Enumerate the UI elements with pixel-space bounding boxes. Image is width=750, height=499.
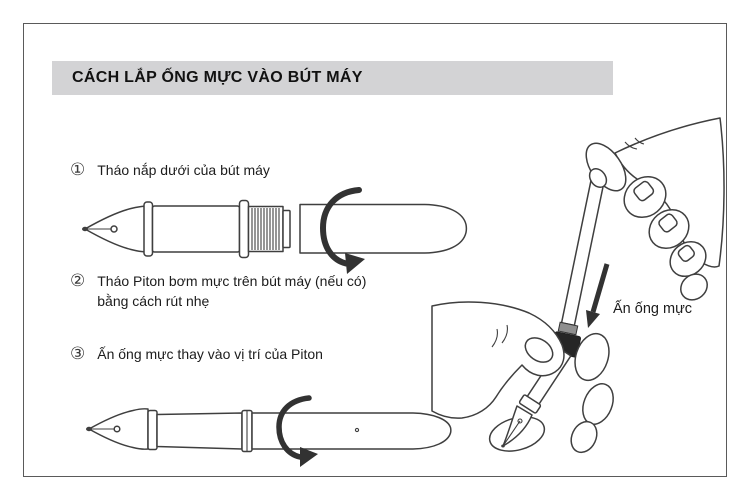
step-number-1: ① <box>70 160 86 180</box>
lower-hand-fingers-drawing <box>488 332 614 454</box>
pen-disassembled-drawing <box>82 187 468 274</box>
step-text-3: Ấn ống mực thay vào vị trí của Piton <box>97 344 323 364</box>
step-text-2-line-1: Tháo Piton bơm mực trên bút máy (nếu có) <box>97 273 367 289</box>
step-text-2: Tháo Piton bơm mực trên bút máy (nếu có)… <box>97 271 366 311</box>
step-item-3: ③ Ấn ống mực thay vào vị trí của Piton <box>70 344 323 364</box>
hands-inserting-cartridge-drawing: Ấn ống mực <box>431 117 725 454</box>
press-cartridge-label: Ấn ống mực <box>613 300 692 317</box>
motion-marks <box>491 324 508 348</box>
thread-hatching <box>251 208 280 250</box>
step-item-2: ② Tháo Piton bơm mực trên bút máy (nếu c… <box>70 271 366 311</box>
hand-holding-cartridge-drawing <box>614 117 725 301</box>
fingernail <box>677 244 695 262</box>
thumbnail <box>524 337 554 363</box>
thumbnail <box>588 167 608 189</box>
step-text-2-line-2: bằng cách rút nhẹ <box>97 293 210 309</box>
step-item-1: ① Tháo nắp dưới của bút máy <box>70 160 270 180</box>
hand-holding-pen-drawing <box>431 301 565 419</box>
fingernail <box>658 213 678 233</box>
step-number-3: ③ <box>70 344 86 364</box>
nib-section-drawing <box>82 199 291 259</box>
nib-drawing <box>86 408 149 450</box>
thumb-drawing <box>585 142 627 192</box>
press-down-arrow-icon <box>586 263 610 328</box>
rotate-ccw-arrow-icon <box>319 187 365 274</box>
step-text-3-line-1: Ấn ống mực thay vào vị trí của Piton <box>97 346 323 362</box>
pen-assembled-drawing <box>86 395 452 467</box>
cartridge-band-gray <box>557 321 579 336</box>
step-number-2: ② <box>70 271 86 291</box>
ink-cartridge-drawing <box>560 171 607 327</box>
step-text-1-line-1: Tháo nắp dưới của bút máy <box>97 162 270 178</box>
pen-barrel-drawing <box>299 203 468 254</box>
pen-body-drawing <box>147 409 452 453</box>
page-title: CÁCH LẮP ỐNG MỰC VÀO BÚT MÁY <box>72 69 363 86</box>
step-text-1: Tháo nắp dưới của bút máy <box>97 160 270 180</box>
header-bar: CÁCH LẮP ỐNG MỰC VÀO BÚT MÁY <box>52 61 613 95</box>
rotate-ccw-arrow-icon <box>276 395 318 467</box>
fingernail <box>633 180 655 202</box>
